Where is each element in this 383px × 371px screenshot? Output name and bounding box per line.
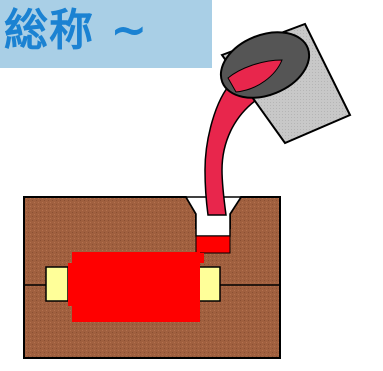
sand-mold-icon	[23, 196, 281, 359]
core-print-right	[198, 266, 221, 302]
title-banner: 総称 ~	[0, 0, 212, 68]
molten-metal-stream	[204, 81, 264, 216]
ladle-icon	[219, 22, 352, 145]
core-print-left	[45, 266, 69, 302]
sprue-metal	[195, 235, 231, 254]
ladle-metal-lip	[227, 59, 283, 93]
cavity-left-step	[68, 263, 72, 306]
page-title: 総称 ~	[4, 5, 149, 56]
casting-cavity	[72, 252, 200, 322]
